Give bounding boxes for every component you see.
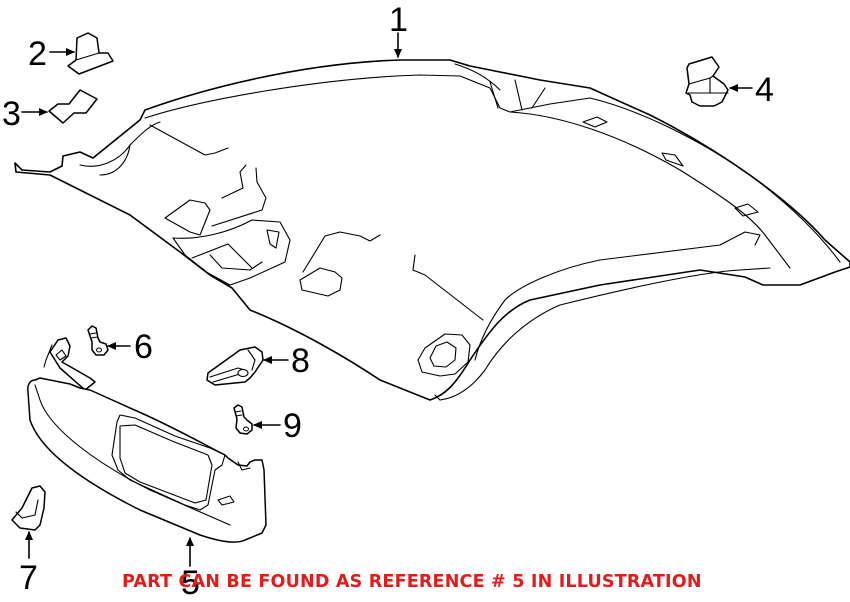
callout-3: 3: [2, 95, 21, 133]
headliner-part: [14, 59, 850, 401]
visor-clip-part-7: [11, 485, 46, 531]
clip-part-4: [685, 56, 729, 107]
clip-part-2: [67, 32, 114, 75]
clip-part-3: [48, 89, 98, 124]
callout-9: 9: [283, 407, 302, 445]
callout-6: 6: [134, 328, 153, 366]
screw-part-6: [87, 325, 109, 356]
callout-1: 1: [389, 1, 408, 39]
retainer-clip-part-8: [206, 346, 264, 386]
callout-5: 5: [181, 564, 200, 602]
leader-lines: [21, 32, 753, 567]
callout-7: 7: [19, 559, 38, 597]
callout-8: 8: [291, 342, 310, 380]
reference-notice: PART CAN BE FOUND AS REFERENCE # 5 IN IL…: [122, 572, 702, 592]
sun-visor-part: [27, 337, 267, 543]
callout-4: 4: [755, 71, 774, 109]
screw-part-9: [233, 404, 253, 435]
callout-2: 2: [28, 35, 47, 73]
